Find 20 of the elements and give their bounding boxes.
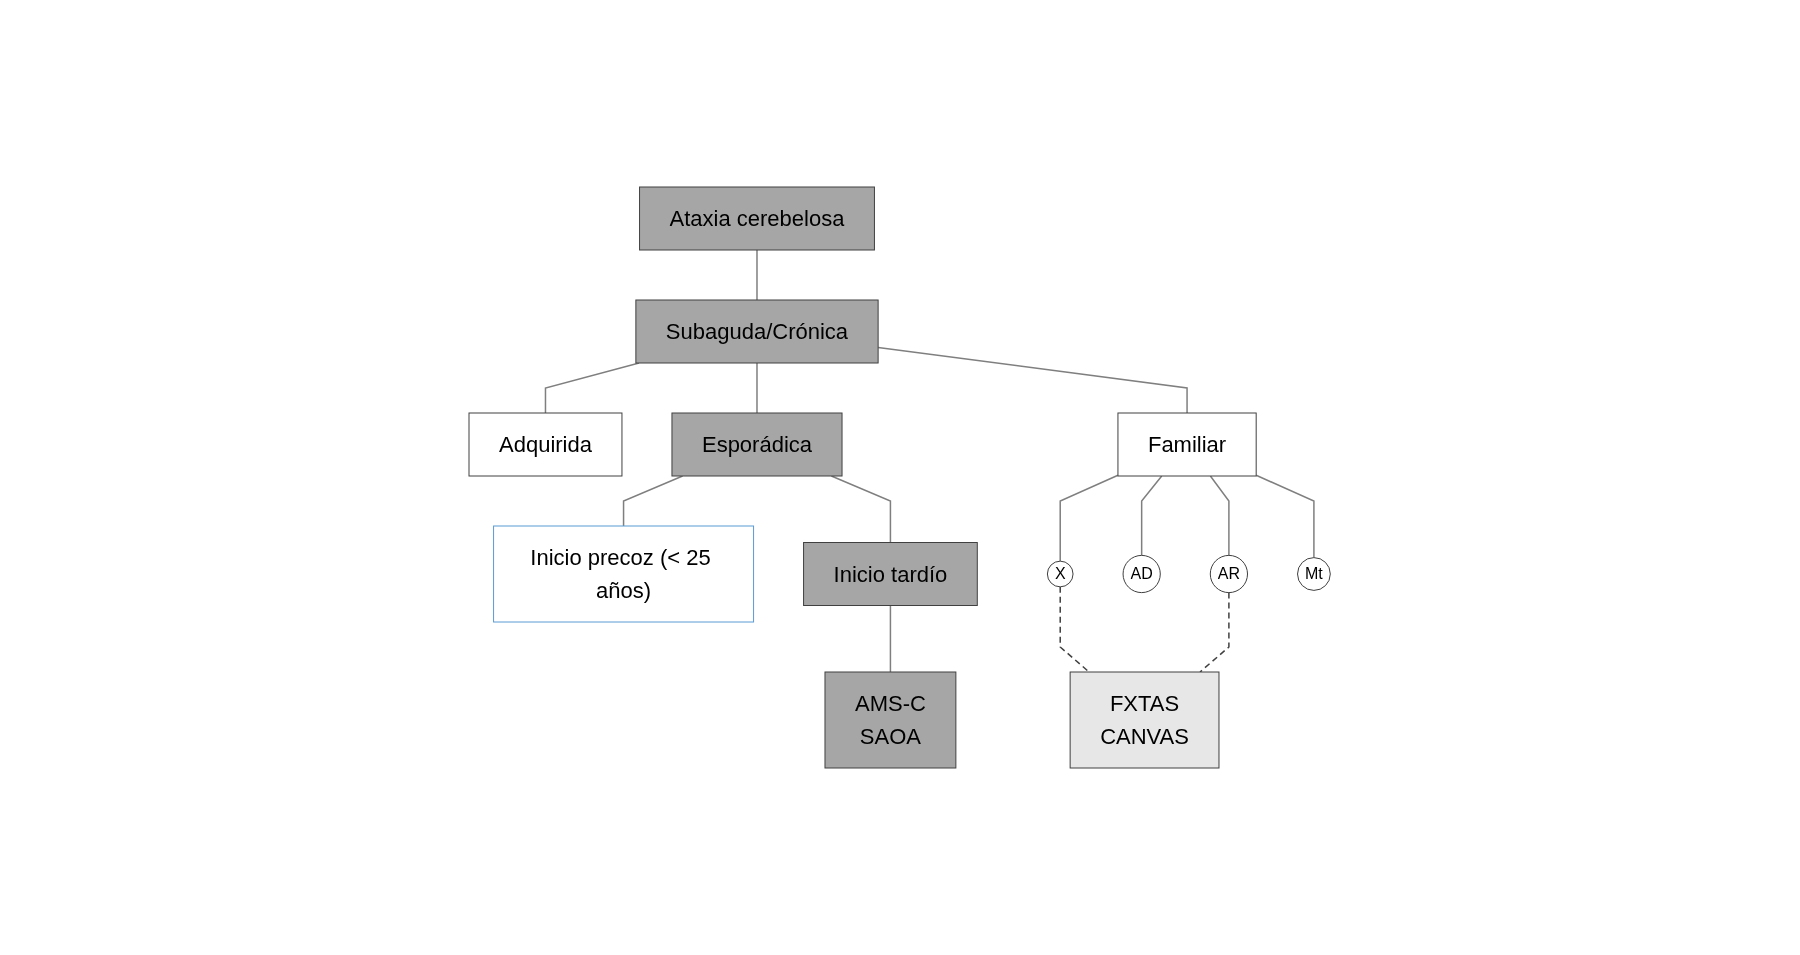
connector	[1141, 475, 1163, 557]
node-box: Inicio precoz (< 25 años)	[493, 525, 755, 623]
node-box: AMS-C SAOA	[824, 671, 957, 769]
node-box: FXTAS CANVAS	[1070, 671, 1220, 769]
node-circle: Mt	[1297, 557, 1332, 591]
connector	[1199, 591, 1230, 673]
node-circle: AR	[1210, 554, 1249, 594]
connector	[756, 249, 759, 301]
node-box: Familiar	[1117, 412, 1257, 477]
connector	[890, 604, 892, 673]
node-circle: X	[1047, 560, 1074, 588]
node-box: Esporádica	[671, 412, 843, 477]
node-box: Adquirida	[468, 412, 623, 477]
connector	[877, 346, 1189, 414]
node-box: Subaguda/Crónica	[635, 299, 879, 364]
node-box: Ataxia cerebelosa	[639, 186, 876, 251]
node-circle: AD	[1122, 554, 1162, 594]
connector	[756, 362, 759, 414]
node-box: Inicio tardío	[803, 542, 979, 606]
connector	[1210, 475, 1230, 557]
